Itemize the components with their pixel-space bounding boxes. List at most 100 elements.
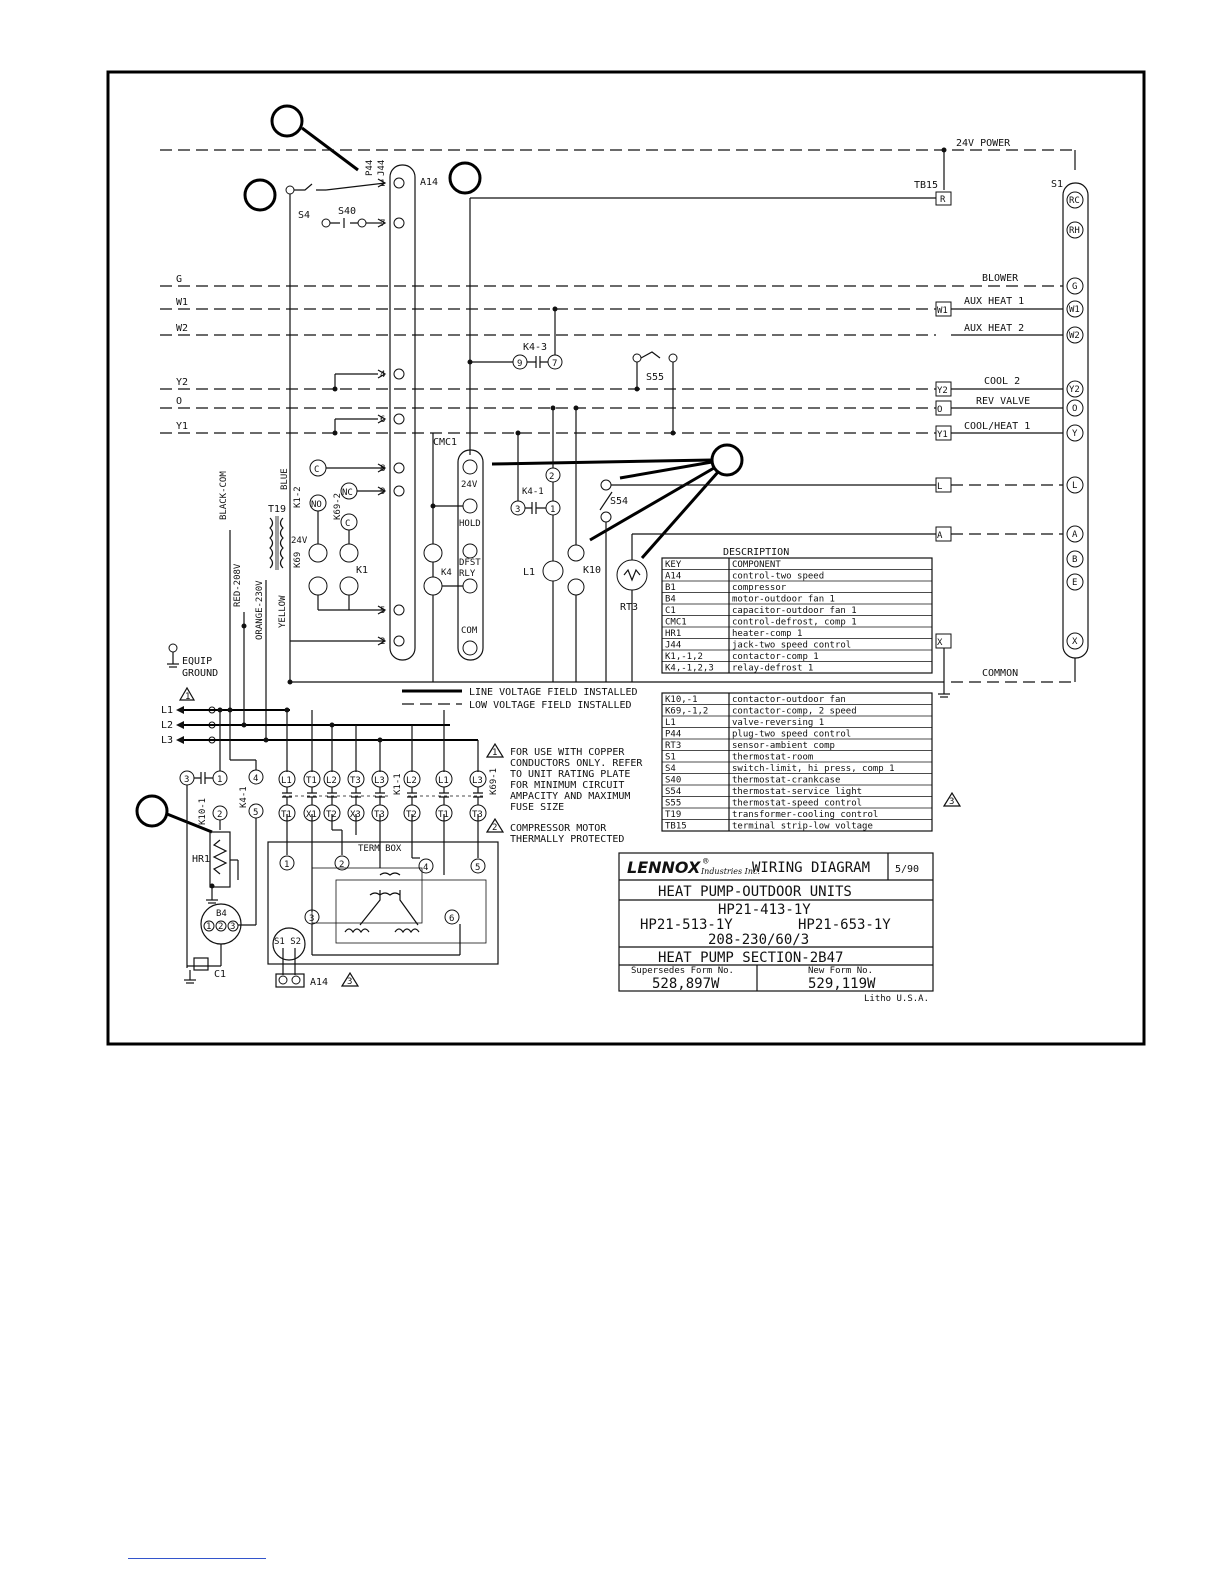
left-wire-label: W1 [176, 297, 188, 308]
note-1-num: 1 [492, 748, 497, 758]
a14-pin [393, 635, 405, 647]
tb15-terminal-label: O [937, 405, 942, 415]
s1-terminal-label: B [1072, 555, 1077, 565]
table-component: control-two speed [732, 572, 824, 582]
label-low-voltage: LOW VOLTAGE FIELD INSTALLED [469, 700, 632, 711]
label-yellow: YELLOW [278, 595, 288, 628]
note-1-marker: 1 [185, 692, 190, 702]
label-k1: K1 [356, 565, 368, 576]
table-header-key: KEY [665, 560, 682, 570]
label-a14-plug: A14 [310, 977, 328, 988]
k4-1-power-term-4: 4 [253, 774, 258, 784]
left-wire-label: W2 [176, 323, 188, 334]
k69-contact [439, 787, 449, 805]
label-k1-2: K1-2 [293, 486, 303, 508]
a14-pin-label: 5 [380, 606, 385, 616]
s1-terminal-label: W1 [1069, 305, 1080, 315]
table-key: J44 [665, 641, 681, 651]
label-s1-s2: S1 S2 [274, 937, 301, 947]
cmc1-dfst: DFST [459, 558, 481, 568]
s1-terminal-label: O [1072, 404, 1077, 414]
k10-1-term-3: 3 [184, 775, 189, 785]
label-rt3: RT3 [620, 602, 638, 613]
title-line-1: HEAT PUMP-OUTDOOR UNITS [658, 884, 852, 900]
label-k10: K10 [583, 565, 601, 576]
term-box-inner [311, 867, 423, 924]
a14-pin-label: 1 [380, 179, 385, 189]
label-black-com: BLACK-COM [219, 471, 229, 520]
title-line-4: 208-230/60/3 [708, 932, 809, 948]
title-line-3a: HP21-513-1Y [640, 917, 733, 933]
k4-1-term-3: 3 [515, 505, 520, 515]
s1-terminal [1066, 277, 1084, 295]
k4-1-power-term-5: 5 [253, 808, 258, 818]
value-supersedes: 528,897W [652, 976, 720, 992]
table-component: plug-two speed control [732, 730, 851, 740]
term-box-terminal [444, 909, 460, 925]
label-t19: T19 [268, 504, 286, 515]
table-key: S54 [665, 787, 681, 797]
note-1-line-5: AMPACITY AND MAXIMUM [510, 791, 630, 802]
term-box-terminal-label: 2 [339, 860, 344, 870]
term-box-terminal-label: 4 [423, 863, 428, 873]
tb15-terminal-label: Y1 [937, 430, 948, 440]
table-title: DESCRIPTION [723, 547, 789, 558]
label-s55: S55 [646, 372, 664, 383]
title-line-5: HEAT PUMP SECTION-2B47 [658, 950, 843, 966]
power-section: 1 L1 L2 L3 3 1 2 K10-1 [161, 626, 499, 988]
table-component: thermostat-service light [732, 787, 862, 797]
label-ground: GROUND [182, 668, 218, 679]
s1-terminal [1066, 191, 1084, 209]
label-line-l1: L1 [161, 705, 173, 716]
tb15-terminal-label: W1 [937, 306, 948, 316]
label-blower: BLOWER [982, 273, 1019, 284]
term-box-terminal [470, 858, 486, 874]
s1-terminal [1066, 476, 1084, 494]
brand-registered: ® [703, 857, 709, 867]
label-k69-1: K69-1 [489, 768, 499, 795]
k69-contact [407, 787, 417, 805]
label-litho: Litho U.S.A. [864, 994, 929, 1004]
s1-terminal-label: Y2 [1069, 385, 1080, 395]
label-line-l2: L2 [161, 720, 173, 731]
table-component: switch-limit, hi press, comp 1 [732, 764, 895, 774]
table-component: motor-outdoor fan 1 [732, 595, 835, 605]
contactor-contact [282, 787, 292, 805]
contactor-top-label: T3 [350, 776, 361, 786]
k1-2-c: C [314, 465, 319, 475]
label-s1: S1 [1051, 179, 1063, 190]
s1-terminal [1066, 380, 1084, 398]
a14-pin-arrow [377, 218, 387, 228]
s1-terminal-label: RC [1069, 196, 1080, 206]
label-cool-2: COOL 2 [984, 376, 1020, 387]
k10-1-term-1: 1 [217, 775, 222, 785]
label-c1: C1 [214, 969, 226, 980]
contactor-contact [307, 787, 317, 805]
label-j44: J44 [377, 160, 387, 176]
table-key: A14 [665, 572, 681, 582]
a14-pin-arrow [377, 369, 387, 379]
term-box-terminal [418, 858, 434, 874]
table-key: S55 [665, 799, 681, 809]
label-s4: S4 [298, 210, 310, 221]
table-key: TB15 [665, 822, 687, 832]
voltage-legend: LINE VOLTAGE FIELD INSTALLED LOW VOLTAGE… [402, 687, 638, 711]
contactor-top-label: L1 [281, 776, 292, 786]
table-component: thermostat-speed control [732, 799, 862, 809]
label-k4-3: K4-3 [523, 342, 547, 353]
term-box-terminal-label: 5 [475, 863, 480, 873]
label-k4-1-power: K4-1 [239, 786, 249, 808]
k69-2-c: C [345, 519, 350, 529]
note-3-num: 3 [949, 797, 954, 807]
left-wire-label: O [176, 396, 182, 407]
b4-term-1: 1 [206, 922, 211, 932]
term-box-terminal [279, 855, 295, 871]
k69-top-label: L1 [438, 776, 449, 786]
label-line-l3: L3 [161, 735, 173, 746]
s1-terminal [1066, 525, 1084, 543]
table-component: transformer-cooling control [732, 810, 878, 820]
s1-terminal [1066, 221, 1084, 239]
a14-pin [393, 177, 405, 189]
